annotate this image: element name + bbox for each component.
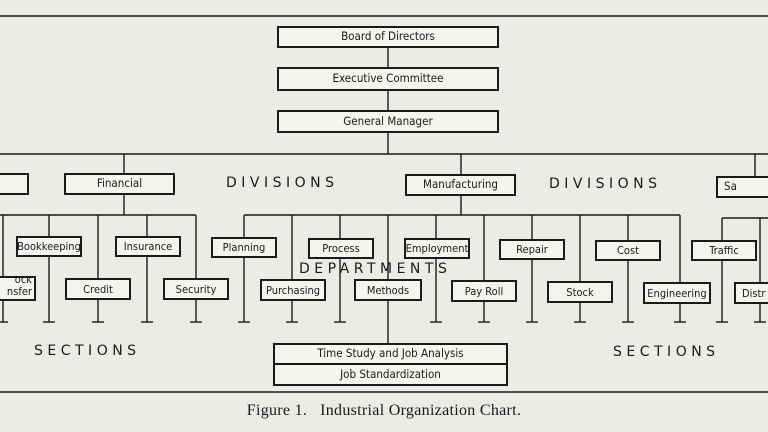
divisions-label-left: DIVISIONS: [226, 175, 339, 191]
security-box: Security: [163, 278, 229, 300]
process-box: Process: [308, 238, 374, 259]
left-division-box: [0, 173, 29, 195]
planning-box: Planning: [211, 237, 277, 258]
employment-box: Employment: [404, 238, 470, 259]
financial-division-box: Financial: [64, 173, 175, 195]
insurance-box: Insurance: [115, 236, 181, 257]
executive-committee-box: Executive Committee: [277, 67, 499, 91]
bookkeeping-box: Bookkeeping: [16, 236, 82, 257]
purchasing-box: Purchasing: [260, 279, 326, 301]
job-standardization-box: Job Standardization: [273, 363, 508, 386]
traffic-box: Traffic: [691, 240, 757, 261]
pay-roll-box: Pay Roll: [451, 280, 517, 302]
cost-box: Cost: [595, 240, 661, 261]
sales-division-box: Sa: [716, 176, 768, 198]
methods-box: Methods: [354, 279, 422, 301]
time-study-box: Time Study and Job Analysis: [273, 343, 508, 365]
manufacturing-division-box: Manufacturing: [405, 174, 516, 196]
repair-box: Repair: [499, 239, 565, 260]
stock-transfer-line2: nsfer: [6, 285, 32, 299]
distribution-box: Distr: [734, 282, 768, 304]
board-of-directors-box: Board of Directors: [277, 26, 499, 48]
engineering-box: Engineering: [643, 282, 711, 304]
sections-label-right: SECTIONS: [613, 344, 720, 360]
stock-transfer-box: ock nsfer: [0, 276, 36, 301]
stock-transfer-line1: ock: [14, 276, 32, 286]
stock-box: Stock: [547, 281, 613, 303]
general-manager-box: General Manager: [277, 110, 499, 133]
divisions-label-right: DIVISIONS: [549, 176, 662, 192]
credit-box: Credit: [65, 278, 131, 300]
departments-label: DEPARTMENTS: [299, 261, 452, 277]
sections-label-left: SECTIONS: [34, 343, 141, 359]
figure-caption: Figure 1. Industrial Organization Chart.: [246, 402, 522, 419]
